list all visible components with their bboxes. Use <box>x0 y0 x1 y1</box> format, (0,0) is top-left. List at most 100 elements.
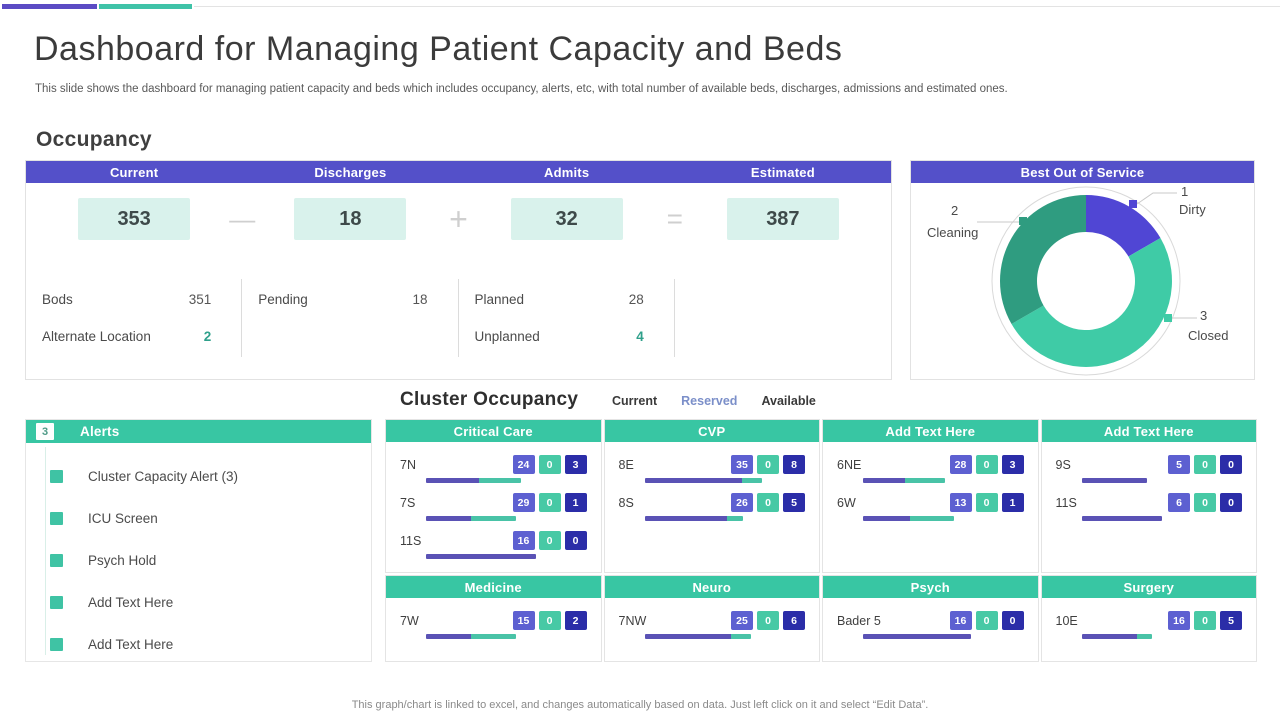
unit-label: 11S <box>400 533 422 548</box>
badge-available: 0 <box>1220 493 1242 512</box>
badge-current: 35 <box>731 455 753 474</box>
stat-value: 2 <box>203 329 212 344</box>
alerts-header: 3 Alerts <box>26 420 371 443</box>
unit-bar-available <box>904 478 946 483</box>
badge-available: 0 <box>564 531 587 550</box>
unit-bar-available <box>909 516 955 521</box>
unit-bar-current <box>426 554 537 559</box>
unit-bar <box>426 516 516 521</box>
alert-item: ICU Screen <box>26 497 371 539</box>
badge-current: 24 <box>512 455 535 474</box>
unit-label: 7NW <box>618 613 647 628</box>
badge-current: 28 <box>949 455 972 474</box>
donut-value-cleaning: 2 <box>951 203 959 218</box>
unit-bar-current <box>1081 516 1162 521</box>
occupancy-value-cell: 387 <box>675 197 891 241</box>
alert-bullet-icon <box>50 511 63 525</box>
badge-available: 0 <box>1220 455 1242 474</box>
footer-note: This graph/chart is linked to excel, and… <box>351 699 929 711</box>
equals-operator: = <box>666 203 683 234</box>
occupancy-value-box: 387 <box>726 198 839 240</box>
donut-value-dirty: 1 <box>1181 184 1189 199</box>
legend-item-available: Available <box>761 394 816 408</box>
badge-current: 16 <box>1168 611 1190 630</box>
stat-label: Alternate Location <box>42 329 151 344</box>
badge-current: 15 <box>512 611 535 630</box>
badge-current: 26 <box>731 493 753 512</box>
unit-bar-current <box>863 516 910 521</box>
badge-available: 1 <box>1001 493 1024 512</box>
unit-bar <box>426 554 537 559</box>
cluster-panel-title: Add Text Here <box>823 420 1038 442</box>
donut-marker-cleaning <box>1019 217 1027 225</box>
occupancy-value-box: 18 <box>294 198 407 240</box>
occupancy-stats-column <box>675 279 891 357</box>
badge-current: 6 <box>1168 493 1190 512</box>
unit-bar-current <box>863 634 972 639</box>
donut-leader-line <box>1136 192 1177 205</box>
badge-reserved: 0 <box>1194 611 1216 630</box>
occupancy-column-header: Admits <box>543 164 590 180</box>
stat-label: Pending <box>258 292 308 307</box>
unit-bar-current <box>1081 634 1137 639</box>
occupancy-value-box: 32 <box>510 198 623 240</box>
page-title: Dashboard for Managing Patient Capacity … <box>34 30 843 68</box>
accent-bar-purple <box>2 4 97 9</box>
badge-reserved: 0 <box>975 455 998 474</box>
badge-current: 16 <box>949 611 972 630</box>
alert-label: Add Text Here <box>88 636 174 652</box>
occupancy-column-header: Current <box>109 164 159 180</box>
badge-available: 5 <box>783 493 805 512</box>
plus-operator: + <box>449 200 468 237</box>
unit-bar-available <box>470 516 516 521</box>
unit-label: 9S <box>1055 457 1071 472</box>
badge-reserved: 0 <box>538 531 561 550</box>
unit-bar <box>426 478 522 483</box>
unit-bar <box>1081 516 1162 521</box>
badge-reserved: 0 <box>538 611 561 630</box>
unit-bar-available <box>742 478 762 483</box>
donut-svg <box>977 186 1197 376</box>
unit-bar-available <box>726 516 744 521</box>
unit-label: 7W <box>400 613 419 628</box>
badge-reserved: 0 <box>975 611 998 630</box>
accent-hairline <box>194 6 1280 7</box>
unit-bar-current <box>1081 478 1147 483</box>
alert-label: Add Text Here <box>88 594 174 610</box>
stat-value: 4 <box>636 329 644 344</box>
